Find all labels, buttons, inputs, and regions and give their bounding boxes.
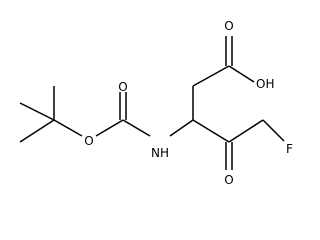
label-carboxyl-oxo: O xyxy=(224,19,233,33)
label-carbamate-oxo: O xyxy=(118,80,127,94)
structure-diagram: O OH O O NH O F xyxy=(19,19,293,187)
bond-ester-o-to-carbamate-c xyxy=(95,119,124,137)
bond-tbu-c-to-methyl-left-bottom xyxy=(19,119,55,143)
label-amine-nh: NH xyxy=(151,146,169,160)
label-fluorine: F xyxy=(286,142,293,156)
bond-ch2f-to-f xyxy=(262,119,285,142)
bond-tbu-c-to-methyl-left-top xyxy=(19,102,55,121)
bond-ketone-c-to-ch2f xyxy=(228,119,264,143)
bond-ch2-to-acid-c xyxy=(192,65,230,87)
bond-carbamate-c-to-nh xyxy=(122,119,151,137)
label-ester-oxygen: O xyxy=(84,134,93,148)
label-ketone-oxo: O xyxy=(224,173,233,187)
label-carboxyl-oh: OH xyxy=(256,77,274,91)
bond-tbu-c-to-ester-o xyxy=(53,119,83,137)
bond-alpha-c-to-ketone-c xyxy=(192,119,230,143)
bond-acid-c-to-oh xyxy=(228,65,255,83)
bond-nh-to-alpha-c xyxy=(169,119,194,137)
